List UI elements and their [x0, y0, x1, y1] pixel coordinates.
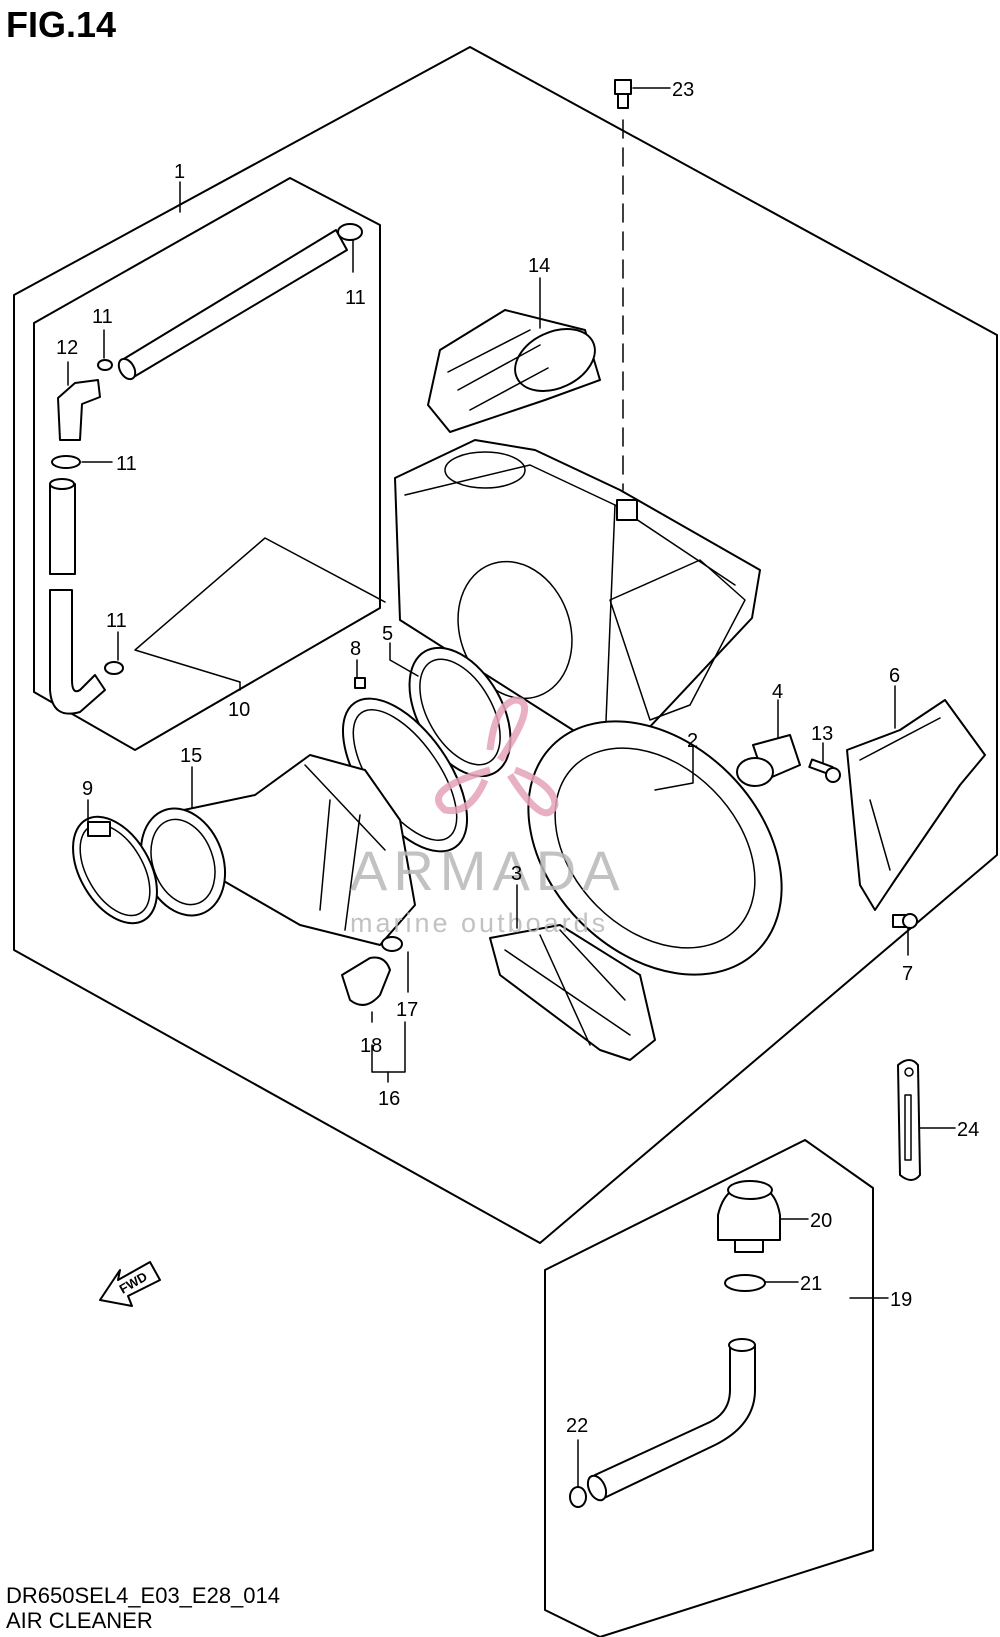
part-label-21: 21: [800, 1273, 822, 1295]
screw-7: [892, 913, 918, 929]
part-label-24: 24: [957, 1119, 979, 1141]
bracket-24: [897, 1059, 921, 1181]
diagram-name: AIR CLEANER: [6, 1608, 153, 1633]
clamp-11-group: [51, 223, 363, 675]
filter-element: [527, 720, 783, 976]
part-label-9: 9: [82, 778, 93, 800]
element-frame: [489, 924, 656, 1061]
part-label-8: 8: [350, 638, 361, 660]
main-assembly-frame: [13, 46, 998, 1244]
clamp-22: [569, 1486, 587, 1508]
fwd-direction-badge: FWD: [99, 1261, 161, 1307]
part-label-13: 13: [811, 723, 833, 745]
leader-5: [389, 642, 419, 677]
part-label-20: 20: [810, 1210, 832, 1232]
part-label-2: 2: [687, 730, 698, 752]
hose-lower-curve: [49, 589, 106, 715]
part-label-18: 18: [360, 1035, 382, 1057]
watermark: ARMADA marine outboards: [350, 696, 626, 938]
diagram-code: DR650SEL4_E03_E28_014: [6, 1583, 281, 1608]
callouts: 1 11 11 12 11 11 10 14 23 5 8 15 9 2 3 4: [56, 79, 979, 1488]
part-label-14: 14: [528, 255, 550, 277]
leader-2: [654, 744, 694, 791]
part-label-16: 16: [378, 1088, 400, 1110]
part-label-11a: 11: [345, 287, 366, 309]
part-label-19: 19: [890, 1289, 912, 1311]
drain-hose: [586, 1338, 756, 1502]
outlet-tube: [139, 754, 416, 946]
part-label-15: 15: [180, 745, 202, 767]
part-label-4: 4: [772, 681, 783, 703]
leader-10: [134, 537, 386, 691]
part-label-17: 17: [396, 999, 418, 1021]
drain-kit-frame: [544, 1139, 874, 1637]
part-label-3: 3: [511, 863, 522, 885]
hose-vertical: [49, 478, 76, 575]
watermark-propeller-icon: [435, 696, 559, 817]
part-label-6: 6: [889, 665, 900, 687]
part-label-11d: 11: [106, 610, 127, 632]
clamp-21: [724, 1274, 766, 1292]
watermark-tagline: marine outboards: [350, 908, 608, 938]
bolt-23: [614, 79, 632, 109]
part-label-10: 10: [228, 699, 250, 721]
breather-hose-upper: [117, 229, 348, 381]
hose-elbow: [57, 379, 101, 441]
hose-kit-frame: [33, 177, 381, 751]
figure-title: FIG.14: [6, 4, 117, 45]
part-label-1: 1: [174, 161, 185, 183]
air-cleaner-case: [394, 439, 761, 761]
part-label-7: 7: [902, 963, 913, 985]
part-label-12: 12: [56, 337, 78, 359]
watermark-brand: ARMADA: [350, 839, 626, 902]
part-label-22: 22: [566, 1415, 588, 1437]
intake-duct: [427, 309, 601, 433]
part-label-23: 23: [672, 79, 694, 101]
part-label-5: 5: [382, 623, 393, 645]
drain-plug: [341, 936, 403, 1006]
screw-8: [354, 677, 366, 689]
side-cover: [846, 699, 986, 911]
drain-cap-20: [717, 1180, 781, 1253]
screw-13: [808, 758, 841, 783]
part-label-11b: 11: [92, 306, 113, 328]
part-label-11c: 11: [116, 453, 137, 475]
grommet-4: [736, 734, 801, 787]
